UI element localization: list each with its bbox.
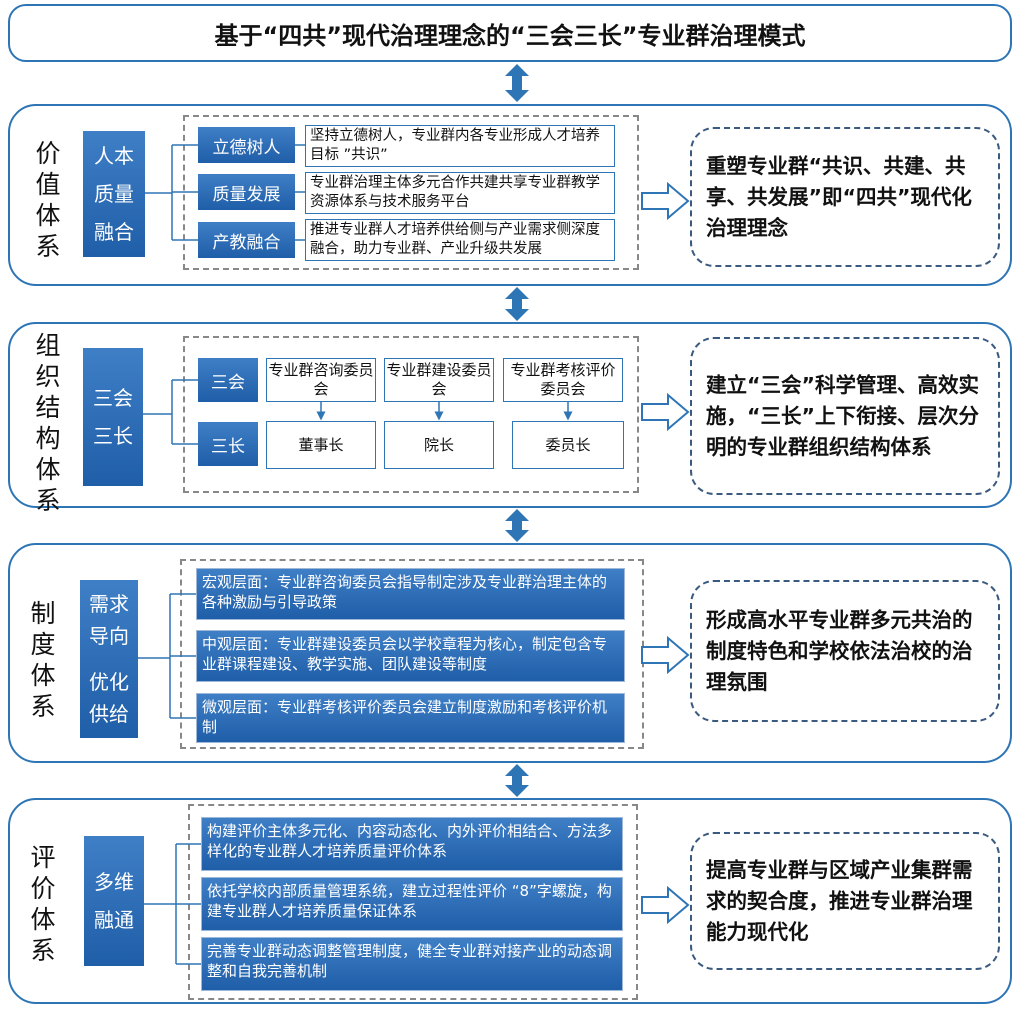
policy-level-item: 微观层面：专业群考核评价委员会建立制度激励和考核评价机制: [196, 693, 625, 743]
conclusion-box: 重塑专业群“共识、共建、共享、共发展”即“四共”现代化治理理念: [690, 127, 1000, 267]
core-box: 人本质量融合: [83, 131, 145, 257]
section-label: 组织结构体系: [35, 331, 61, 515]
item-label: 立德树人: [198, 127, 295, 163]
policy-level-item: 中观层面：专业群建设委员会以学校章程为核心，制定包含专业群课程建设、教学实施、团…: [196, 630, 625, 682]
evaluation-item: 依托学校内部质量管理系统，建立过程性评价 “8”字螺旋，构建专业群人才培养质量保…: [201, 877, 623, 931]
core-box: 需求导向优化供给: [80, 580, 138, 738]
double-arrow-icon: [505, 287, 529, 321]
conclusion-box: 提高专业群与区域产业集群需求的契合度，推进专业群治理能力现代化: [690, 832, 1000, 970]
item-label: 产教融合: [198, 222, 295, 258]
item-description: 推进专业群人才培养供给侧与产业需求侧深度融合，助力专业群、产业升级共发展: [305, 219, 615, 261]
committee-box: 专业群考核评价委员会: [503, 358, 623, 402]
conclusion-box: 形成高水平专业群多元共治的制度特色和学校依法治校的治理氛围: [690, 580, 1000, 722]
core-box: 多维融通: [84, 836, 144, 966]
double-arrow-icon: [505, 509, 529, 542]
committee-box: 专业群咨询委员会: [266, 358, 376, 402]
items-group: [188, 804, 638, 1000]
double-arrow-icon: [505, 764, 529, 797]
evaluation-item: 构建评价主体多元化、内容动态化、内外评价相结合、方法多样化的专业群人才培养质量评…: [201, 817, 623, 871]
item-description: 专业群治理主体多元合作共建共享专业群教学资源体系与技术服务平台: [305, 172, 615, 214]
head-box: 董事长: [266, 421, 376, 469]
policy-level-item: 宏观层面：专业群咨询委员会指导制定涉及专业群治理主体的各种激励与引导政策: [196, 568, 625, 620]
double-arrow-icon: [505, 64, 529, 102]
row-label-sanhui: 三会: [198, 358, 258, 402]
item-label: 质量发展: [198, 174, 295, 210]
conclusion-box: 建立“三会”科学管理、高效实施，“三长”上下衔接、层次分明的专业群组织结构体系: [690, 337, 1000, 495]
section-label: 价值体系: [35, 139, 61, 261]
committee-box: 专业群建设委员会: [384, 358, 494, 402]
evaluation-item: 完善专业群动态调整管理制度，健全专业群对接产业的动态调整和自我完善机制: [201, 937, 623, 991]
head-box: 委员长: [512, 421, 624, 469]
row-label-sanzhang: 三长: [198, 422, 258, 466]
section-label: 评价体系: [30, 843, 56, 965]
items-group: [183, 336, 639, 493]
head-box: 院长: [384, 421, 494, 469]
item-description: 坚持立德树人，专业群内各专业形成人才培养目标 ”共识”: [305, 125, 615, 167]
section-label: 制度体系: [30, 599, 56, 721]
core-box: 三会三长: [83, 348, 143, 486]
diagram-title: 基于“四共”现代治理理念的“三会三长”专业群治理模式: [8, 4, 1012, 62]
